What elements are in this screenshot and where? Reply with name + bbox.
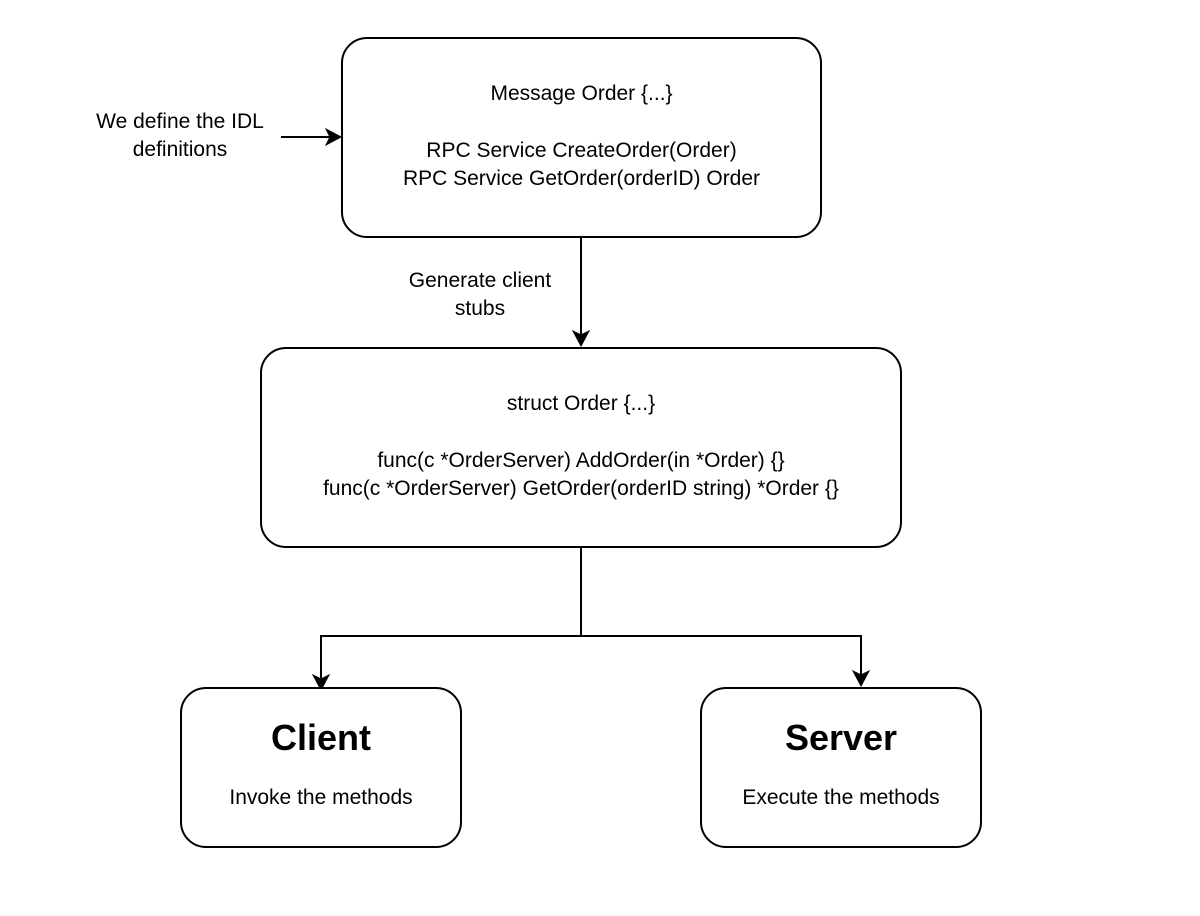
idl-input-label-line1: We define the IDL [96, 110, 264, 133]
client-description: Invoke the methods [229, 786, 413, 809]
stub-add-order-text: func(c *OrderServer) AddOrder(in *Order)… [377, 449, 785, 472]
stub-get-order-text: func(c *OrderServer) GetOrder(orderID st… [323, 477, 839, 500]
server-arrowhead [851, 669, 871, 688]
generate-stubs-label: Generate client stubs [370, 267, 590, 323]
server-box: Server Execute the methods [700, 687, 982, 848]
generate-arrowhead [571, 329, 591, 348]
split-connector-right [581, 635, 862, 675]
client-title: Client [270, 717, 371, 758]
idl-input-label-line2: definitions [132, 138, 228, 161]
generate-stubs-label-line2: stubs [454, 297, 506, 320]
idl-rpc-create-text: RPC Service CreateOrder(Order) [426, 139, 737, 162]
idl-input-label: We define the IDL definitions [70, 108, 290, 164]
stub-struct-text: struct Order {...} [506, 392, 656, 415]
input-arrowhead [324, 127, 343, 147]
idl-message-text: Message Order {...} [490, 82, 673, 105]
generate-stubs-label-line1: Generate client [408, 269, 552, 292]
client-box: Client Invoke the methods [180, 687, 462, 848]
idl-rpc-get-text: RPC Service GetOrder(orderID) Order [402, 167, 761, 190]
server-description: Execute the methods [742, 786, 940, 809]
client-arrowhead [311, 673, 331, 692]
server-title: Server [784, 717, 898, 758]
idl-definitions-box: Message Order {...} RPC Service CreateOr… [341, 37, 822, 238]
split-connector [320, 548, 582, 678]
generated-stubs-box: struct Order {...} func(c *OrderServer) … [260, 347, 902, 548]
